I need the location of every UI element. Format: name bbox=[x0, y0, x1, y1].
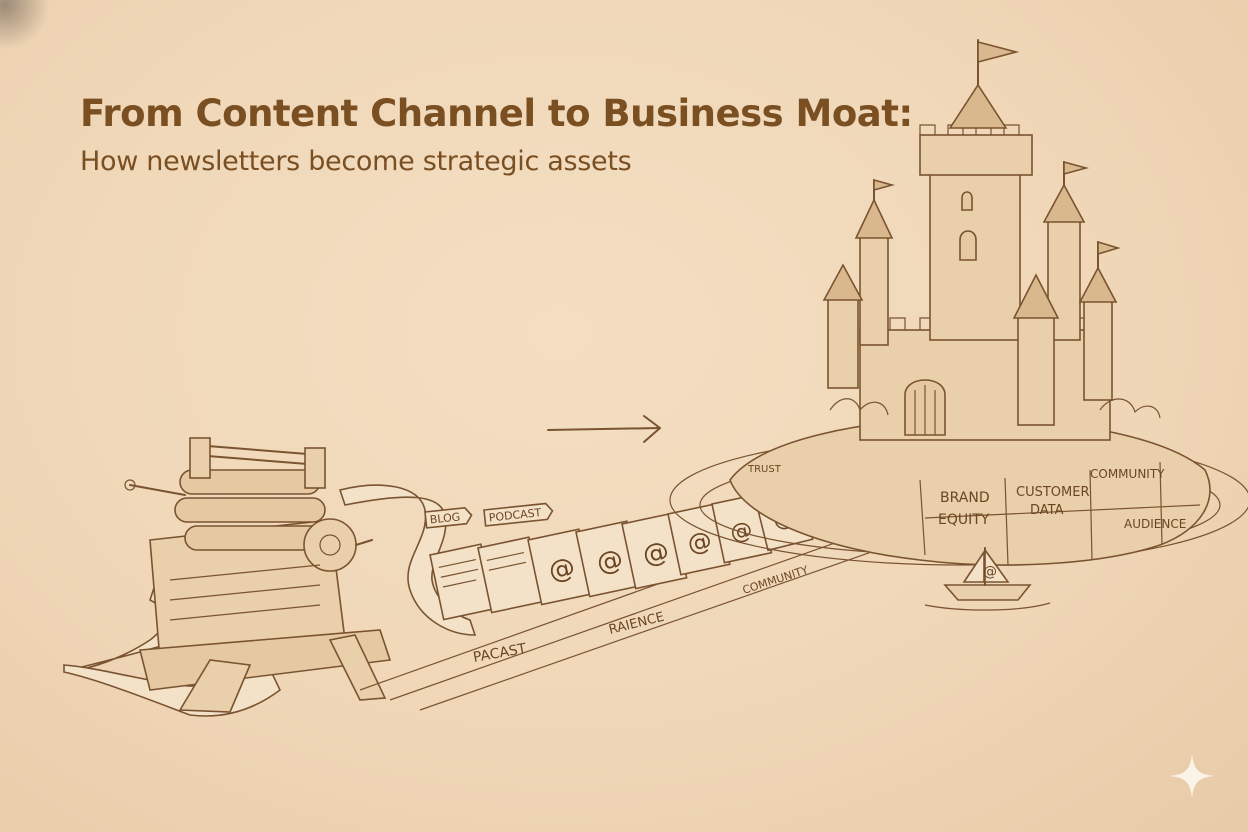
email-symbol: @ bbox=[640, 536, 672, 571]
tag-podcast: PODCAST bbox=[488, 506, 542, 524]
arrow-icon bbox=[547, 415, 661, 443]
page-title: From Content Channel to Business Moat: bbox=[80, 92, 913, 135]
sparkle-icon bbox=[1170, 754, 1214, 798]
castle-icon bbox=[822, 39, 1161, 441]
moat-label-brand: BRAND bbox=[940, 490, 990, 506]
domino: @ bbox=[621, 512, 688, 590]
ground-label-pacast: PACAST bbox=[472, 641, 528, 666]
page-subtitle: How newsletters become strategic assets bbox=[80, 146, 632, 177]
moat-label-data: DATA bbox=[1030, 503, 1064, 518]
tag-blog: BLOG bbox=[429, 510, 461, 526]
moat-label-audience: AUDIENCE bbox=[1124, 517, 1186, 531]
island: BRAND EQUITY CUSTOMER DATA COMMUNITY AUD… bbox=[669, 417, 1248, 566]
moat-label-trust: TRUST bbox=[747, 464, 782, 475]
boat-email-symbol: @ bbox=[983, 564, 997, 580]
email-symbol: @ bbox=[546, 552, 578, 587]
printing-press-icon bbox=[63, 437, 392, 717]
boat-icon: @ bbox=[924, 547, 1051, 611]
domino: @ bbox=[575, 520, 642, 598]
email-symbol: @ bbox=[594, 544, 626, 579]
moat-label-equity: EQUITY bbox=[938, 512, 990, 528]
moat-label-customer: CUSTOMER bbox=[1016, 485, 1089, 500]
moat-label-community: COMMUNITY bbox=[1090, 467, 1165, 481]
email-symbol: @ bbox=[685, 526, 714, 558]
domino bbox=[477, 536, 544, 614]
ground-label-community: COMMUNITY bbox=[741, 563, 810, 597]
